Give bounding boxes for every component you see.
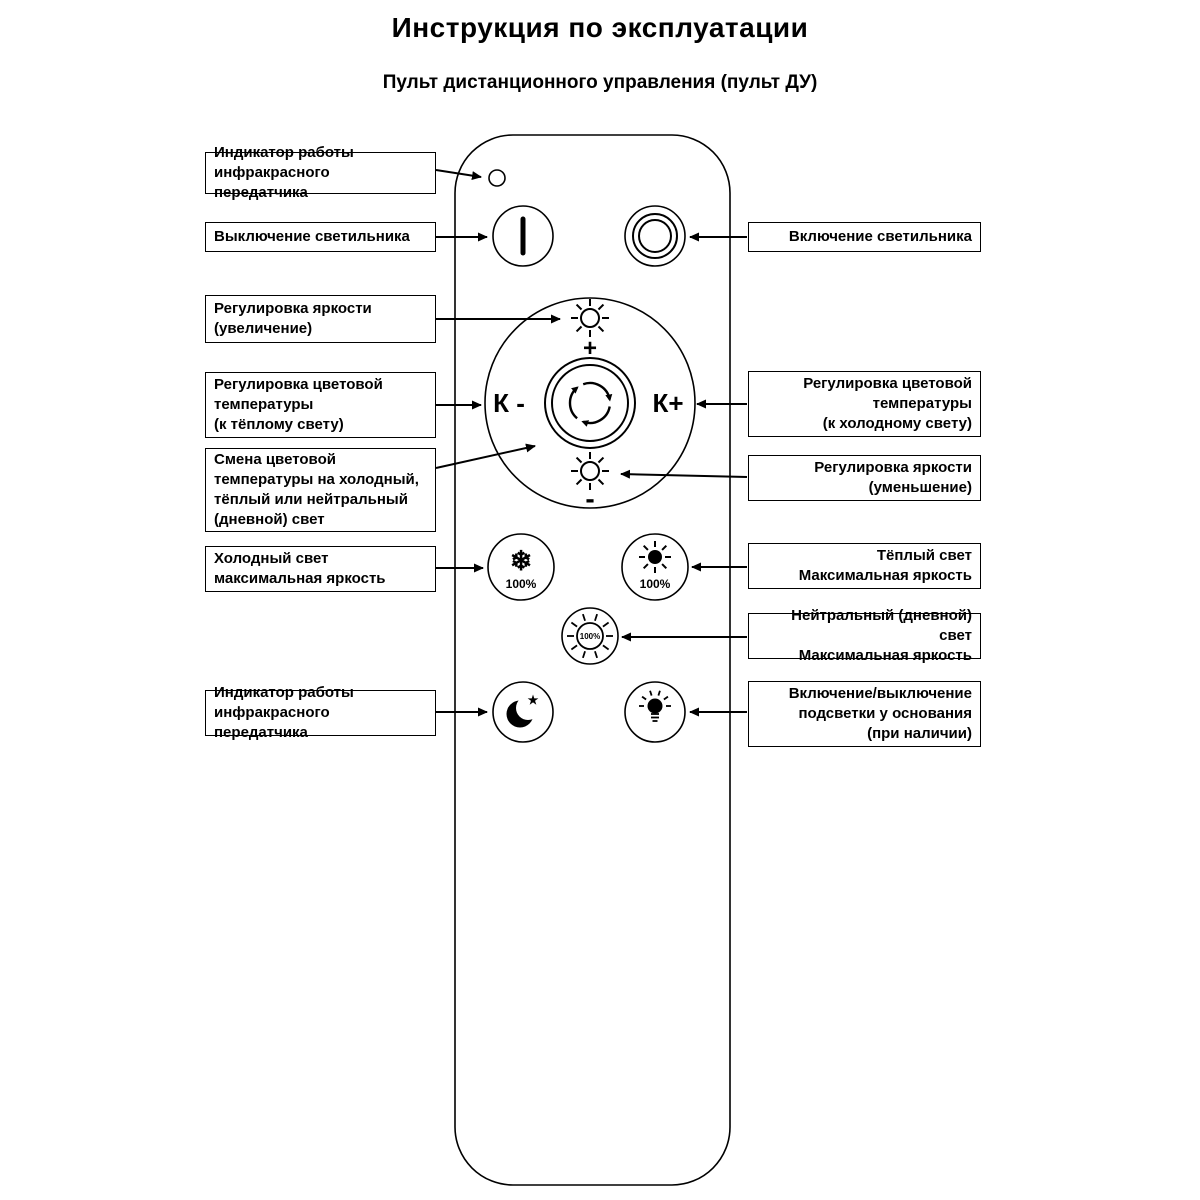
page-title: Инструкция по эксплуатации	[391, 12, 809, 43]
cold-max-button: ❄ 100%	[487, 533, 555, 601]
arrow-color-cycle	[435, 443, 536, 469]
callout-ir-indicator: Индикатор работы инфракрасного передатчи…	[205, 144, 436, 201]
page-subtitle: Пульт дистанционного управления (пульт Д…	[382, 72, 818, 93]
moon-icon	[506, 696, 540, 728]
outline-sun-icon	[567, 613, 613, 659]
night-mode-button: ★	[492, 681, 554, 743]
callout-color-cycle: Смена цветовой температуры на холодный, …	[205, 448, 436, 532]
callout-color-cold: Регулировка цветовой температуры (к холо…	[748, 371, 981, 437]
k-plus-label: К+	[652, 388, 683, 418]
base-backlight-button	[624, 681, 686, 743]
plus-label: +	[583, 335, 597, 362]
power-on-button	[624, 205, 686, 267]
callout-brightness-up: Регулировка яркости (увеличение)	[205, 295, 436, 343]
callout-night-mode: Индикатор работы инфракрасного передатчи…	[205, 684, 436, 741]
cold-percent-label: 100%	[506, 577, 537, 591]
k-minus-label: К -	[493, 388, 525, 418]
neutral-max-button: 100%	[561, 607, 619, 665]
callout-neutral-max: Нейтральный (дневной) свет Максимальная …	[748, 607, 981, 664]
callout-brightness-down: Регулировка яркости (уменьшение)	[748, 455, 981, 501]
callout-power-off: Выключение светильника	[205, 222, 436, 252]
brightness-up-icon	[571, 299, 609, 337]
warm-percent-label: 100%	[640, 577, 671, 591]
arrow-ir-indicator	[435, 169, 482, 181]
neutral-percent-label: 100%	[580, 632, 600, 641]
callout-color-warm: Регулировка цветовой температуры (к тёпл…	[205, 372, 436, 438]
callout-backlight: Включение/выключение подсветки у основан…	[748, 681, 981, 747]
ir-indicator	[488, 169, 506, 187]
filled-sun-icon	[639, 541, 671, 573]
callout-power-on: Включение светильника	[748, 222, 981, 252]
minus-label: -	[585, 483, 594, 514]
callout-cold-max: Холодный свет максимальная яркость	[205, 546, 436, 592]
power-off-button	[492, 205, 554, 267]
color-cycle-button	[544, 357, 636, 449]
star-icon: ★	[528, 693, 539, 707]
arrow-brightness-down	[620, 469, 748, 479]
cycle-arrows-icon	[568, 381, 613, 427]
warm-max-button: 100%	[621, 533, 689, 601]
callout-arrows	[435, 169, 748, 717]
brightness-down-icon	[571, 452, 609, 490]
bulb-icon	[639, 690, 671, 722]
callout-warm-max: Тёплый свет Максимальная яркость	[748, 543, 981, 589]
snowflake-icon: ❄	[510, 546, 533, 576]
